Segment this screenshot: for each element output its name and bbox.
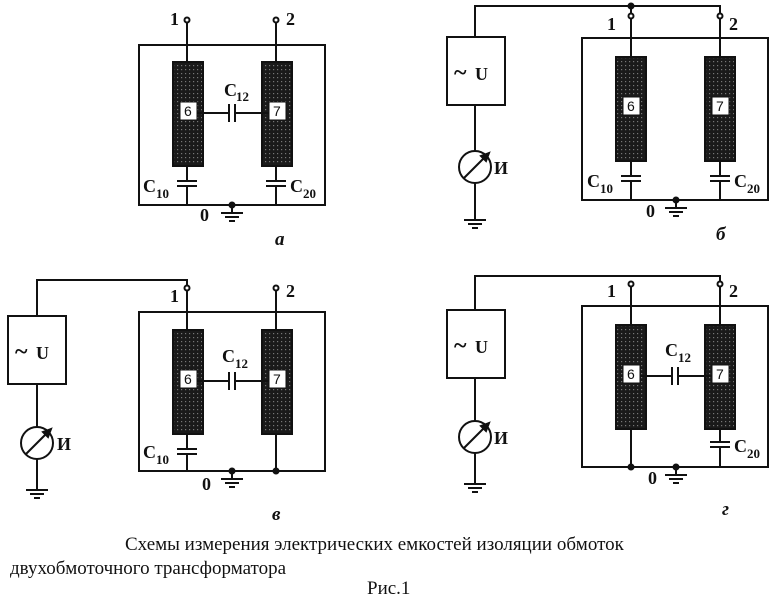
c20-label: C	[734, 436, 747, 456]
terminal-2-label: 2	[286, 9, 295, 29]
ground-label: 0	[200, 205, 209, 225]
c10-label: C	[143, 442, 156, 462]
c12-label: C	[665, 340, 678, 360]
source-label: U	[36, 343, 49, 363]
ground-label: 0	[648, 468, 657, 488]
meter-label: И	[494, 158, 508, 178]
source-glyph: ~	[454, 333, 467, 359]
c12-sub: 12	[678, 350, 691, 365]
source-label: U	[475, 64, 488, 84]
terminal-2-label: 2	[286, 281, 295, 301]
panel-b-labels: 1 2 6 7 C 10 C 20 0 ~ U И б	[454, 14, 760, 245]
panel-v	[7, 279, 326, 499]
c20-sub: 20	[747, 181, 760, 196]
source-glyph: ~	[454, 60, 467, 86]
winding-7-label: 7	[716, 366, 724, 382]
c10-label: C	[143, 176, 156, 196]
terminal-2-label: 2	[729, 14, 738, 34]
panel-letter-v: в	[272, 504, 281, 525]
terminal-1-label: 1	[607, 14, 616, 34]
c10-sub: 10	[156, 452, 169, 467]
voltage-source	[446, 309, 506, 379]
c20-sub: 20	[303, 186, 316, 201]
panel-b	[446, 2, 769, 229]
c12-sub: 12	[235, 356, 248, 371]
source-label: U	[475, 337, 488, 357]
ground-label: 0	[646, 201, 655, 221]
c20-label: C	[734, 171, 747, 191]
c12-label: C	[222, 346, 235, 366]
panel-g	[446, 275, 769, 493]
panel-g-labels: 1 2 6 7 C 12 C 20 0 ~ U И г	[454, 281, 760, 520]
panel-a	[138, 16, 326, 222]
c10-sub: 10	[156, 186, 169, 201]
c10-sub: 10	[600, 181, 613, 196]
winding-6-label: 6	[627, 98, 635, 114]
meter-label: И	[57, 434, 71, 454]
tank-frame	[138, 311, 326, 472]
c20-sub: 20	[747, 446, 760, 461]
panel-v-labels: 1 2 6 7 C 12 C 10 0 ~ U И в	[15, 281, 295, 525]
c10-label: C	[587, 171, 600, 191]
figure-label: Рис.1	[367, 578, 411, 599]
winding-6-label: 6	[184, 371, 192, 387]
caption-line-1: Схемы измерения электрических емкостей и…	[125, 534, 624, 555]
source-glyph: ~	[15, 339, 28, 365]
panel-letter-g: г	[722, 499, 729, 520]
panel-letter-b: б	[716, 224, 727, 245]
winding-7-label: 7	[716, 98, 724, 114]
winding-6-label: 6	[184, 103, 192, 119]
terminal-1-label: 1	[607, 281, 616, 301]
c20-label: C	[290, 176, 303, 196]
winding-7-label: 7	[273, 371, 281, 387]
voltage-source	[446, 36, 506, 106]
winding-6-label: 6	[627, 366, 635, 382]
ground-label: 0	[202, 474, 211, 494]
terminal-1-label: 1	[170, 286, 179, 306]
c12-label: C	[224, 80, 237, 100]
winding-7-label: 7	[273, 103, 281, 119]
c12-sub: 12	[236, 89, 249, 104]
panel-a-labels: 1 2 6 7 C 12 C 10 C 20 0 а	[143, 9, 316, 250]
meter-label: И	[494, 428, 508, 448]
terminal-1-label: 1	[170, 9, 179, 29]
panel-letter-a: а	[275, 229, 285, 250]
caption-line-2: двухобмоточного трансформатора	[10, 558, 287, 579]
terminal-2-label: 2	[729, 281, 738, 301]
